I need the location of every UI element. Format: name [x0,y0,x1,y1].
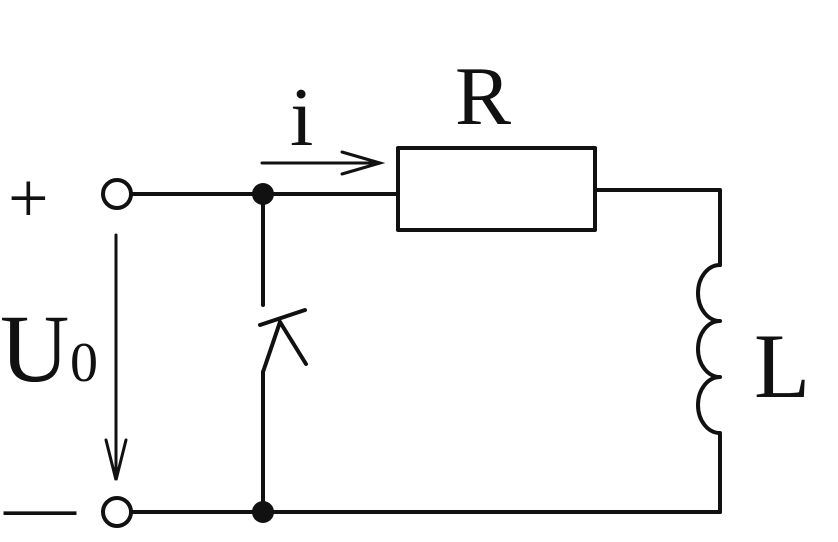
resistor [396,146,597,232]
junction-bottom [252,501,274,523]
switch-lever [278,320,308,366]
resistor-label: R [455,50,511,143]
voltage-arrow [104,233,128,481]
top-wire-right [593,188,722,267]
inductor-label: L [754,315,810,417]
voltage-subscript: 0 [70,332,98,394]
plus-label: + [8,158,49,238]
wires [129,188,722,514]
switch-blade [261,320,282,374]
input-terminal-top [101,178,133,210]
input-terminal-bottom [101,496,133,528]
inductor [696,263,722,435]
junction-top [252,183,274,205]
voltage-label: U [0,295,69,402]
current-label: i [290,71,313,164]
minus-label: — [3,466,77,542]
switch-contact [258,308,307,327]
current-arrow [260,150,386,176]
switch [258,308,308,374]
